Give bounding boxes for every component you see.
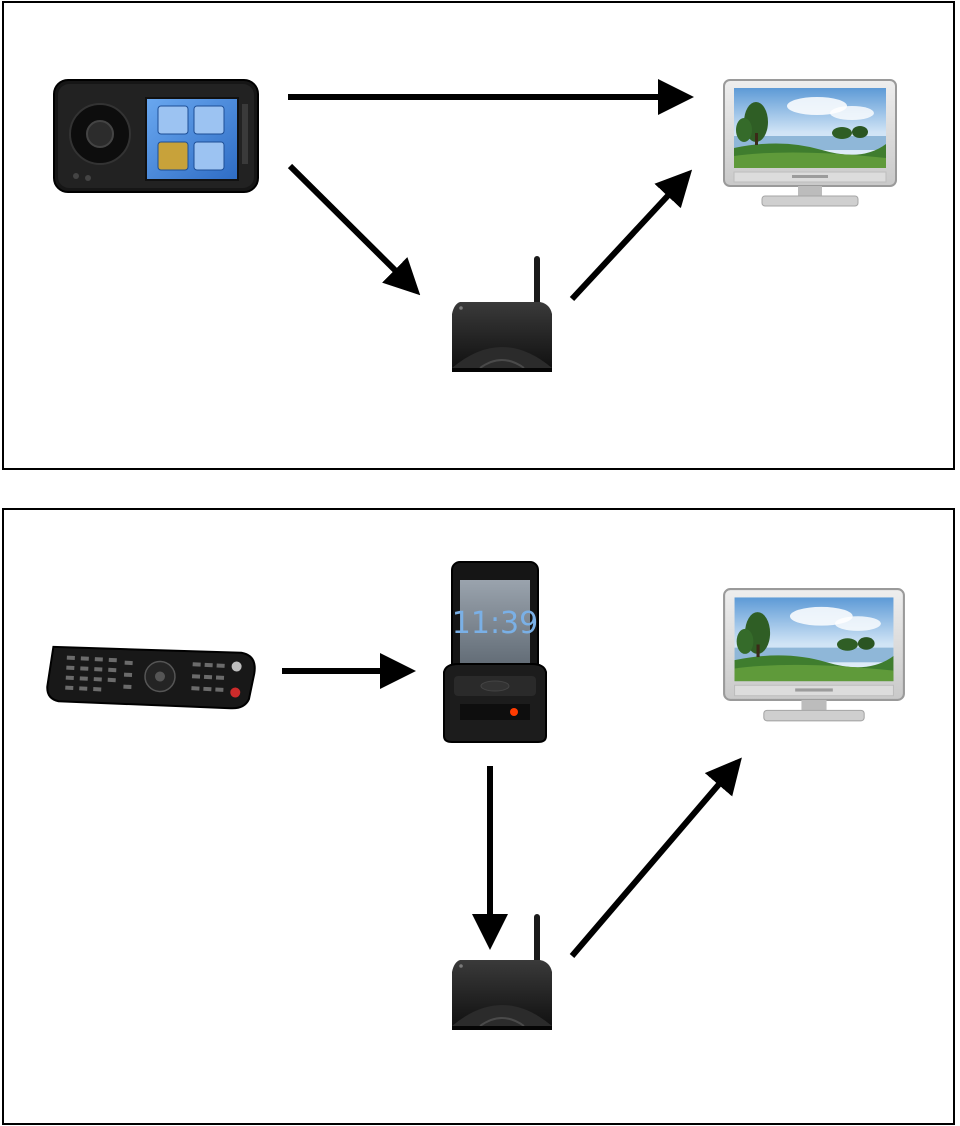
- television-icon: [724, 80, 896, 206]
- dock-clock-text: 11:39: [452, 606, 538, 641]
- ir-remote-icon: [47, 643, 256, 712]
- arrow-hub-to-tv: [572, 174, 688, 299]
- wireless-hub-icon: [452, 914, 552, 1030]
- docked-display-icon: 11:39: [444, 562, 546, 742]
- wireless-hub-icon: [452, 256, 552, 372]
- touchscreen-remote-icon: [54, 80, 258, 192]
- television-icon: [724, 589, 904, 721]
- arrow-remote-to-hub: [290, 166, 416, 291]
- arrow-hub-to-tv: [572, 762, 738, 956]
